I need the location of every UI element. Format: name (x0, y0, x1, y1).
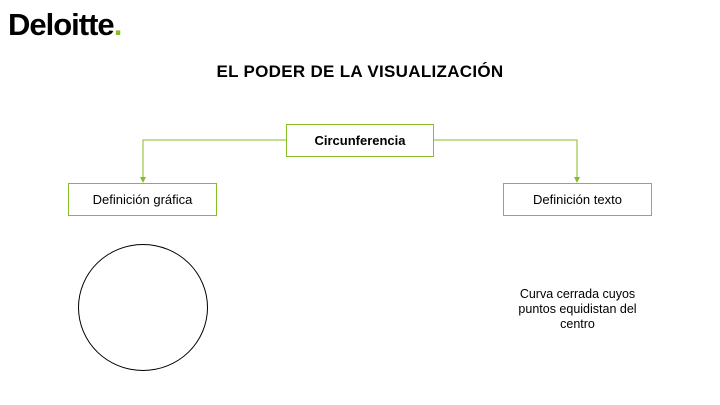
right-node-label: Definición texto (533, 192, 622, 207)
node-definicion-texto: Definición texto (503, 183, 652, 216)
node-definicion-grafica: Definición gráfica (68, 183, 217, 216)
root-node-label: Circunferencia (314, 133, 406, 148)
circle-shape (78, 244, 208, 371)
connector-right (434, 139, 580, 183)
text-definition: Curva cerrada cuyos puntos equidistan de… (518, 287, 637, 331)
root-node-circunferencia: Circunferencia (286, 124, 434, 157)
connector-left (140, 139, 286, 183)
left-node-label: Definición gráfica (92, 192, 193, 207)
logo-dot: . (113, 7, 123, 42)
deloitte-logo: Deloitte. (8, 5, 123, 45)
logo-text: Deloitte (8, 7, 115, 42)
slide-title: EL PODER DE LA VISUALIZACIÓN (216, 62, 504, 81)
